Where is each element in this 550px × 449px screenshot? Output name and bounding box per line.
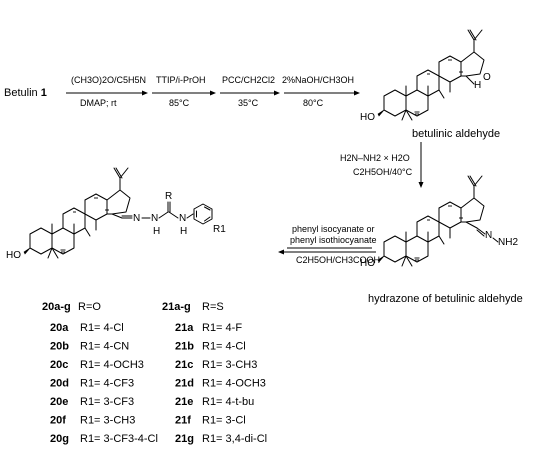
svg-text:H: H (180, 226, 187, 237)
svg-text:R=O: R=O (78, 301, 101, 313)
svg-text:80°C: 80°C (303, 98, 324, 108)
svg-text:NH2: NH2 (498, 237, 518, 248)
step-1-arrow: (CH3O)2O/C5H5N DMAP; rt (66, 75, 148, 108)
svg-text:R: R (165, 191, 172, 202)
svg-text:phenyl isothiocyanate: phenyl isothiocyanate (290, 235, 377, 245)
svg-text:C2H5OH/40°C: C2H5OH/40°C (353, 167, 413, 177)
series-21-row-id: 21b (175, 341, 194, 353)
betulinic-aldehyde-structure: HO H O (360, 29, 491, 123)
hydrazone-structure: HO N NH2 (360, 175, 518, 269)
series-20-header: 20a-g R=O (42, 301, 101, 313)
series-20-row-id: 20e (50, 396, 68, 408)
svg-text:HO: HO (360, 112, 375, 123)
series-20-row-substituent: R1= 4-OCH3 (80, 359, 144, 371)
series-21-row-substituent: R1= 4-Cl (202, 341, 246, 353)
series-20-row-id: 20f (50, 415, 66, 427)
series-20-row-substituent: R1= 3-CF3-4-Cl (80, 433, 158, 445)
series-20-row-id: 20g (50, 433, 69, 445)
series-20-row-id: 20a (50, 322, 69, 334)
svg-text:O: O (483, 72, 491, 83)
series-21-row-substituent: R1= 4-F (202, 322, 242, 334)
svg-text:HO: HO (6, 250, 21, 261)
svg-text:C2H5OH/CH3COOH: C2H5OH/CH3COOH (296, 255, 380, 265)
series-21-row-substituent: R1= 3,4-di-Cl (202, 433, 267, 445)
series-21-row-id: 21c (175, 359, 193, 371)
svg-text:N: N (179, 213, 186, 224)
svg-text:H2N–NH2 × H2O: H2N–NH2 × H2O (340, 153, 410, 163)
series-20-row-substituent: R1= 4-Cl (80, 322, 124, 334)
svg-text:DMAP; rt: DMAP; rt (80, 98, 117, 108)
svg-text:R1: R1 (213, 224, 226, 235)
hydrazone-label: hydrazone of betulinic aldehyde (368, 293, 523, 305)
svg-text:HO: HO (360, 258, 375, 269)
betulinic-aldehyde-label: betulinic aldehyde (412, 128, 500, 140)
series-21-row-substituent: R1= 4-OCH3 (202, 378, 266, 390)
series-21-row-substituent: R1= 4-t-bu (202, 396, 254, 408)
svg-text:TTIP/i-PrOH: TTIP/i-PrOH (156, 75, 206, 85)
svg-text:H: H (474, 80, 481, 91)
series-21-header: 21a-g R=S (162, 301, 224, 313)
hydrazine-step-arrow: H2N–NH2 × H2O C2H5OH/40°C (340, 142, 424, 188)
series-21-row-id: 21f (175, 415, 191, 427)
series-21-row-id: 21d (175, 378, 194, 390)
series-20-row-substituent: R1= 4-CN (80, 341, 129, 353)
series-21-row-substituent: R1= 3-CH3 (202, 359, 257, 371)
final-step-arrow: phenyl isocyanate or phenyl isothiocyana… (278, 224, 380, 265)
svg-text:N: N (133, 213, 140, 224)
series-21-row-id: 21e (175, 396, 193, 408)
step-3-arrow: PCC/CH2Cl2 35°C (220, 75, 280, 108)
series-21-row-id: 21g (175, 433, 194, 445)
step-2-arrow: TTIP/i-PrOH 85°C (152, 75, 216, 108)
svg-text:PCC/CH2Cl2: PCC/CH2Cl2 (222, 75, 275, 85)
series-20-row-id: 20b (50, 341, 69, 353)
step-4-arrow: 2%NaOH/CH3OH 80°C (282, 75, 360, 108)
series-20-row-substituent: R1= 4-CF3 (80, 378, 134, 390)
svg-text:35°C: 35°C (238, 98, 259, 108)
svg-text:N: N (151, 213, 158, 224)
svg-text:2%NaOH/CH3OH: 2%NaOH/CH3OH (282, 75, 354, 85)
svg-text:(CH3O)2O/C5H5N: (CH3O)2O/C5H5N (71, 75, 146, 85)
betulin-label: Betulin 1 (4, 87, 47, 99)
svg-text:N: N (485, 230, 492, 241)
series-20-row-substituent: R1= 3-CF3 (80, 396, 134, 408)
svg-text:20a-g: 20a-g (42, 301, 71, 313)
svg-text:phenyl isocyanate or: phenyl isocyanate or (292, 224, 375, 234)
series-21-row-substituent: R1= 3-Cl (202, 415, 246, 427)
svg-text:H: H (153, 226, 160, 237)
product-structure: HO N N H R N H R1 (6, 167, 226, 261)
svg-text:R=S: R=S (202, 301, 224, 313)
svg-text:21a-g: 21a-g (162, 301, 191, 313)
svg-text:85°C: 85°C (169, 98, 190, 108)
series-21-row-id: 21a (175, 322, 194, 334)
series-20-row-id: 20d (50, 378, 69, 390)
series-20-row-substituent: R1= 3-CH3 (80, 415, 135, 427)
series-20-row-id: 20c (50, 359, 68, 371)
